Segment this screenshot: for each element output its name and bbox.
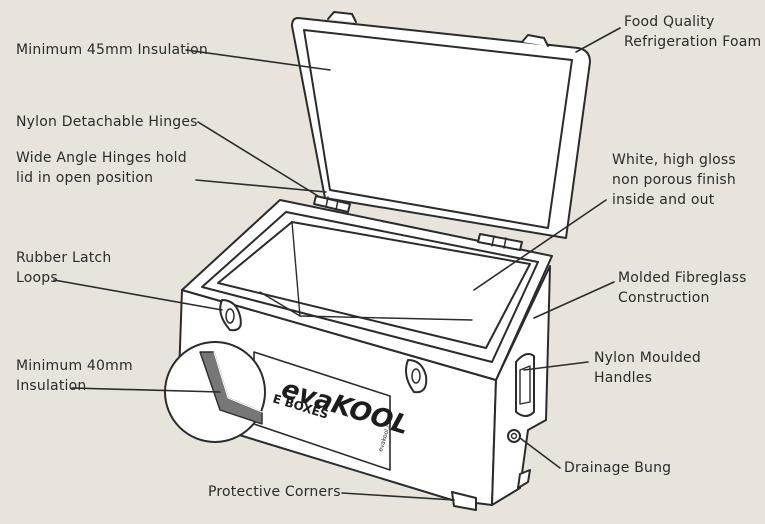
leader-wide-angle: [195, 179, 327, 193]
protective-corner-side: [517, 469, 531, 489]
label-wide-angle-line1: Wide Angle Hinges hold: [16, 150, 187, 166]
label-handles-line2: Handles: [594, 370, 653, 386]
label-wide-angle: Wide Angle Hinges hold lid in open posit…: [16, 148, 187, 188]
leader-min-40mm: [71, 387, 221, 393]
label-white-gloss: White, high gloss non porous finish insi…: [612, 150, 736, 210]
label-min-45mm: Minimum 45mm Insulation: [16, 42, 208, 58]
label-white-gloss-line2: non porous finish: [612, 172, 736, 188]
hinge-right: [477, 233, 523, 251]
leader-handles: [523, 361, 589, 371]
label-nylon-hinges: Nylon Detachable Hinges: [16, 114, 198, 130]
lid-outer: [291, 17, 591, 239]
protective-corner: [451, 491, 477, 511]
hinge-left: [313, 195, 351, 213]
leader-drainage: [519, 437, 561, 469]
label-rubber-latch: Rubber Latch Loops: [16, 248, 111, 288]
leader-min-45mm: [185, 49, 331, 71]
leader-corners: [341, 492, 455, 501]
label-corners: Protective Corners: [208, 484, 341, 500]
label-molded-line2: Construction: [618, 290, 710, 306]
lid-hinge-tab-left: [327, 11, 357, 23]
leader-rubber-latch: [53, 279, 223, 311]
label-rubber-latch-line1: Rubber Latch: [16, 250, 112, 266]
lid-hinge-tab-right: [521, 34, 549, 47]
latch-loop-left: [219, 299, 242, 332]
label-wide-angle-line2: lid in open position: [16, 170, 154, 186]
label-molded-fibreglass: Molded Fibreglass Construction: [618, 268, 747, 308]
label-white-gloss-line3: inside and out: [612, 192, 715, 208]
label-min-40mm-line1: Minimum 40mm: [16, 358, 133, 374]
label-food-quality-line1: Food Quality: [624, 14, 715, 30]
label-drainage: Drainage Bung: [564, 460, 672, 476]
leader-nylon-hinges: [197, 121, 319, 197]
cavity: [217, 221, 531, 349]
label-rubber-latch-line2: Loops: [16, 270, 58, 286]
label-food-quality-line2: Refrigeration Foam: [624, 34, 762, 50]
label-min-40mm-line2: Insulation: [16, 378, 87, 394]
label-handles-line1: Nylon Moulded: [594, 350, 701, 366]
leader-white-gloss: [473, 199, 607, 291]
side-handle: [515, 353, 535, 417]
lid-inner: [303, 29, 573, 229]
label-food-quality: Food Quality Refrigeration Foam: [624, 12, 761, 52]
rim-inner: [201, 211, 539, 363]
drainage-bung: [507, 429, 521, 443]
label-molded-line1: Molded Fibreglass: [618, 270, 747, 286]
label-min-40mm: Minimum 40mm Insulation: [16, 356, 133, 396]
leader-molded: [533, 281, 615, 319]
body-rim: [181, 199, 553, 381]
latch-loop-right: [405, 359, 428, 394]
label-white-gloss-line1: White, high gloss: [612, 152, 736, 168]
label-nylon-handles: Nylon Moulded Handles: [594, 348, 701, 388]
leader-food-quality: [575, 27, 621, 53]
